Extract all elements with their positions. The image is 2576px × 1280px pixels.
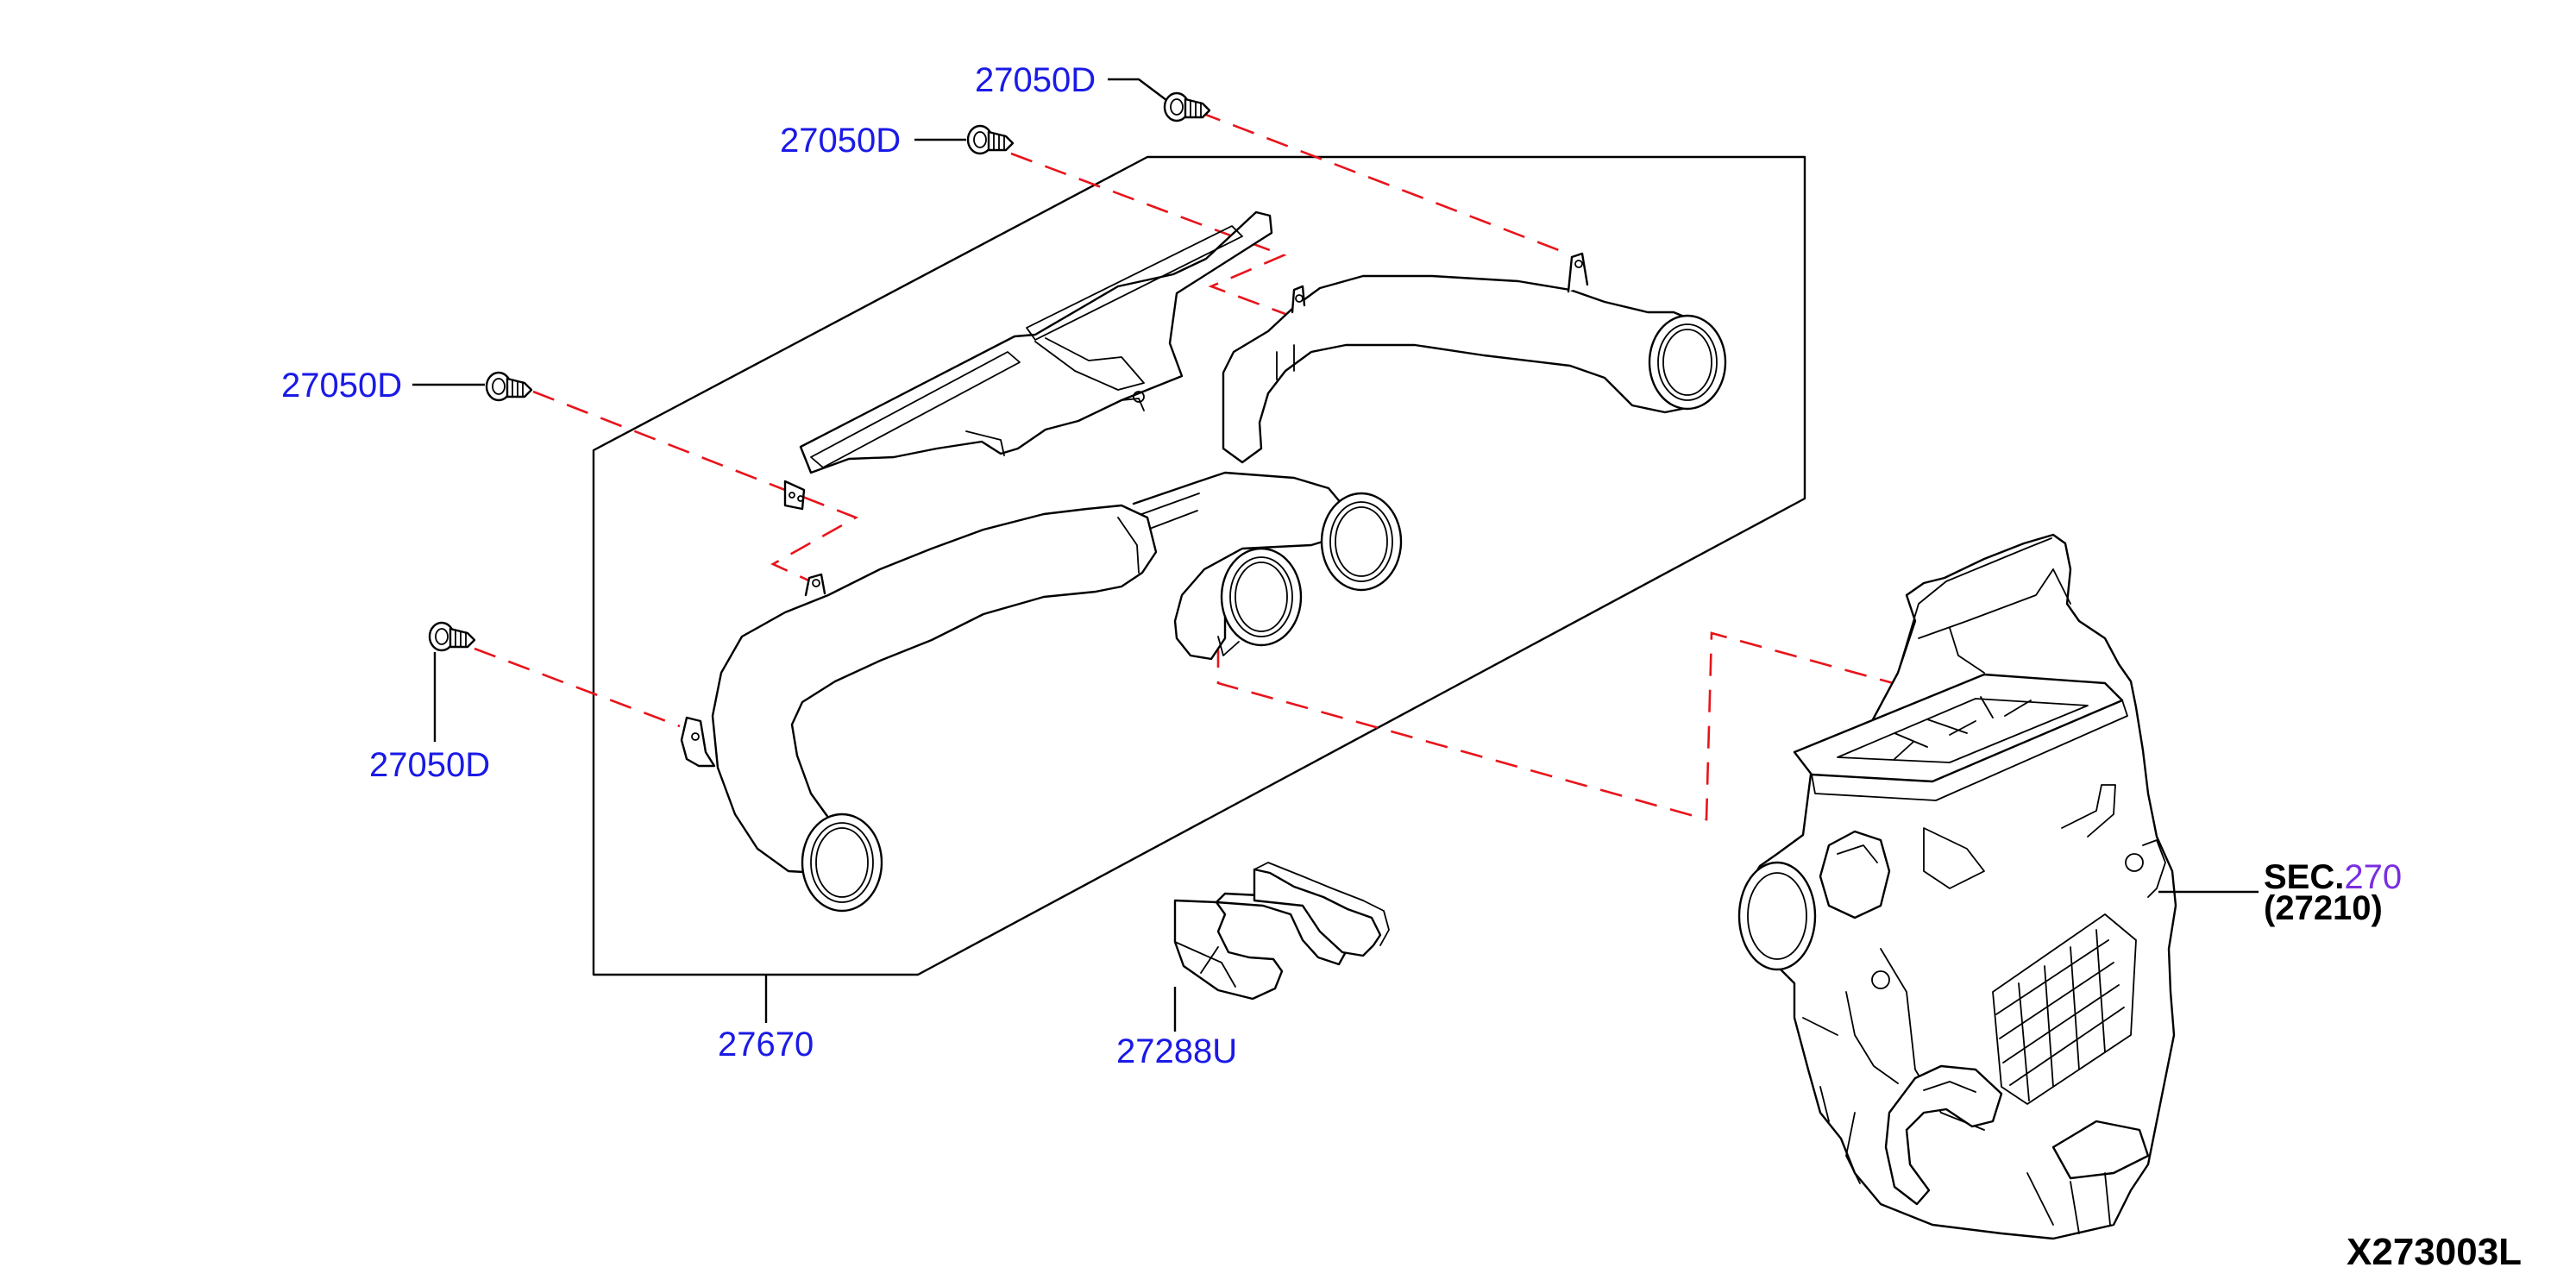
part-label-bolt-bottom-left[interactable]: 27050D (369, 746, 490, 784)
section-sub-part-number: (27210) (2264, 889, 2383, 927)
diagram-code: X273003L (2347, 1231, 2522, 1273)
bolt-top-right-icon (1163, 91, 1211, 122)
bolt-top-left-icon (966, 124, 1015, 155)
dashed-leader-duct-to-heater (1216, 631, 1982, 821)
dashed-leaders (474, 110, 1982, 821)
heater-grille (1992, 913, 2137, 1105)
section-number-link[interactable]: 270 (2344, 858, 2402, 896)
assembly-outline-box (592, 155, 1806, 976)
dashed-leader-bolt-top-right (1198, 110, 1564, 254)
duct-assembly-drawing (680, 210, 1727, 913)
leader-lines (412, 78, 2259, 1032)
leader-bolt-top-right (1108, 78, 1167, 101)
section-prefix: SEC. (2264, 858, 2344, 896)
dashed-leader-bolt-bottom-left (474, 647, 681, 728)
part-label-bolt-top-right[interactable]: 27050D (975, 61, 1096, 99)
part-label-bolt-mid-left[interactable]: 27050D (281, 367, 402, 405)
part-label-bolt-top-left[interactable]: 27050D (780, 122, 901, 160)
bolt-mid-left-icon (485, 371, 533, 402)
small-duct-drawing (1173, 862, 1390, 1001)
part-label-small-duct[interactable]: 27288U (1116, 1032, 1237, 1070)
heater-unit-drawing (1737, 533, 2177, 1240)
dashed-leader-bolt-mid-left (532, 390, 859, 585)
section-reference-label[interactable]: SEC.270 (2264, 858, 2402, 896)
bolt-bottom-left-icon (428, 621, 476, 652)
part-label-duct-assembly[interactable]: 27670 (718, 1026, 814, 1064)
dashed-leader-bolt-top-left (1010, 152, 1287, 316)
